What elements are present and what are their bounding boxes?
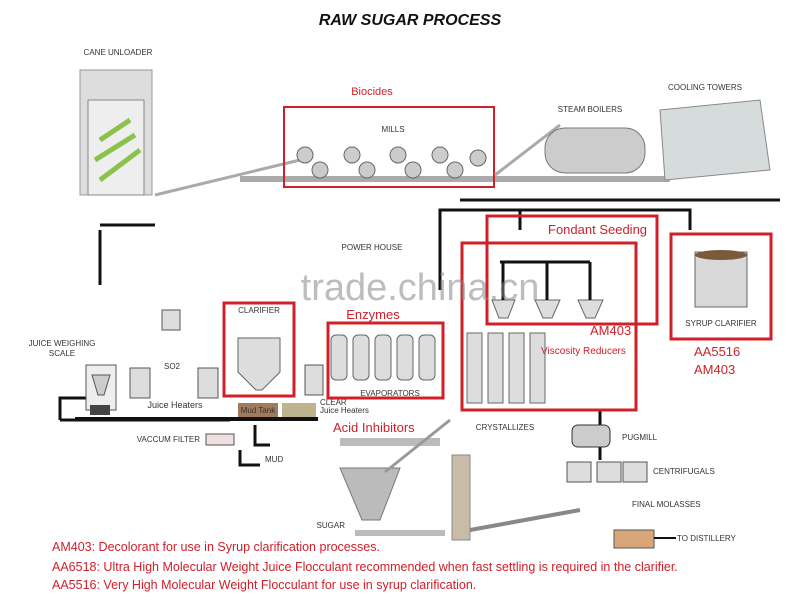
cane-unloader-label: CANE UNLOADER [84,48,153,57]
sugar-label: SUGAR [317,521,346,530]
clarifier-highlight-box [222,301,296,398]
clear-juice-heaters-label: Juice Heaters [320,406,369,415]
centrifugals [566,461,648,483]
am403-crystallizer-annotation: AM403 [590,323,631,338]
am403-syrup-annotation: AM403 [694,362,735,377]
crystallizes-label: CRYSTALLIZES [476,423,534,432]
juice-weighing-scale: JUICE WEIGHING SCALE [29,339,117,415]
mud-label: MUD [265,455,283,464]
clarifier: CLARIFIER [222,301,296,398]
fondant-seeding-annotation: Fondant Seeding [548,222,647,237]
syrup-clarifier: SYRUP CLARIFIER [669,232,773,341]
vaccum-filter-label: VACCUM FILTER [137,435,200,444]
syrup-clarifier-highlight-box [669,232,773,341]
pugmill-label: PUGMILL [622,433,658,442]
juice-weighing-label-2: SCALE [49,349,75,358]
fondant-seeding-highlight-box [485,214,659,326]
juice-line [75,417,318,421]
note-am403: AM403: Decolorant for use in Syrup clari… [52,540,380,554]
note-aa5516: AA5516: Very High Molecular Weight Flocc… [52,578,477,592]
steam-boilers: STEAM BOILERS [494,105,646,177]
juice-weighing-label-1: JUICE WEIGHING [29,339,96,348]
enzymes-annotation: Enzymes [346,307,400,322]
evaporators: EVAPORATORS [326,321,445,400]
mill-floor [240,176,670,182]
clear-label: CLEAR [320,398,347,407]
mills-highlight-box [283,106,495,188]
molasses-tank [613,529,655,549]
pugmill [571,424,611,448]
crystallizers: CRYSTALLIZES [460,241,638,432]
mud-tank-label: Mud Tank [241,406,277,415]
mills-label: MILLS [381,125,404,134]
clear-juice-tank [282,403,316,417]
to-distillery-label: TO DISTILLERY [677,534,737,543]
viscosity-reducers-annotation: Viscosity Reducers [541,346,626,357]
syrup-clarifier-label: SYRUP CLARIFIER [685,319,757,328]
sugar-floor [340,438,440,446]
centrifugals-label: CENTRIFUGALS [653,467,715,476]
evaporators-highlight-box [326,321,445,400]
mud-tank [238,403,278,417]
juice-heaters-label: Juice Heaters [147,400,203,410]
fondant-seeding [485,214,659,326]
sugar-hopper: SUGAR [317,418,581,541]
cooling-towers: COOLING TOWERS [659,83,771,181]
so2-label: SO2 [164,362,181,371]
steam-boilers-label: STEAM BOILERS [558,105,622,114]
watermark: trade.china.cn [301,267,540,309]
final-molasses-label: FINAL MOLASSES [632,500,701,509]
acid-inhibitors-annotation: Acid Inhibitors [333,420,415,435]
note-aa6518: AA6518: Ultra High Molecular Weight Juic… [52,560,678,574]
cooling-towers-label: COOLING TOWERS [668,83,742,92]
cane-conveyor [154,158,301,197]
biocides-annotation: Biocides [351,86,393,98]
clear-juice-heater [304,364,324,396]
evaporators-label: EVAPORATORS [360,389,420,398]
clarifier-label: CLARIFIER [238,306,280,315]
cane-unloader: CANE UNLOADER [79,48,153,196]
crystallizers-highlight-box [460,241,638,412]
aa5516-annotation: AA5516 [694,344,740,359]
diagram-title: RAW SUGAR PROCESS [319,12,502,29]
power-house-label: POWER HOUSE [342,243,403,252]
mills: MILLS [283,106,495,188]
juice-heaters [129,309,219,399]
vaccum-filter [205,433,235,446]
